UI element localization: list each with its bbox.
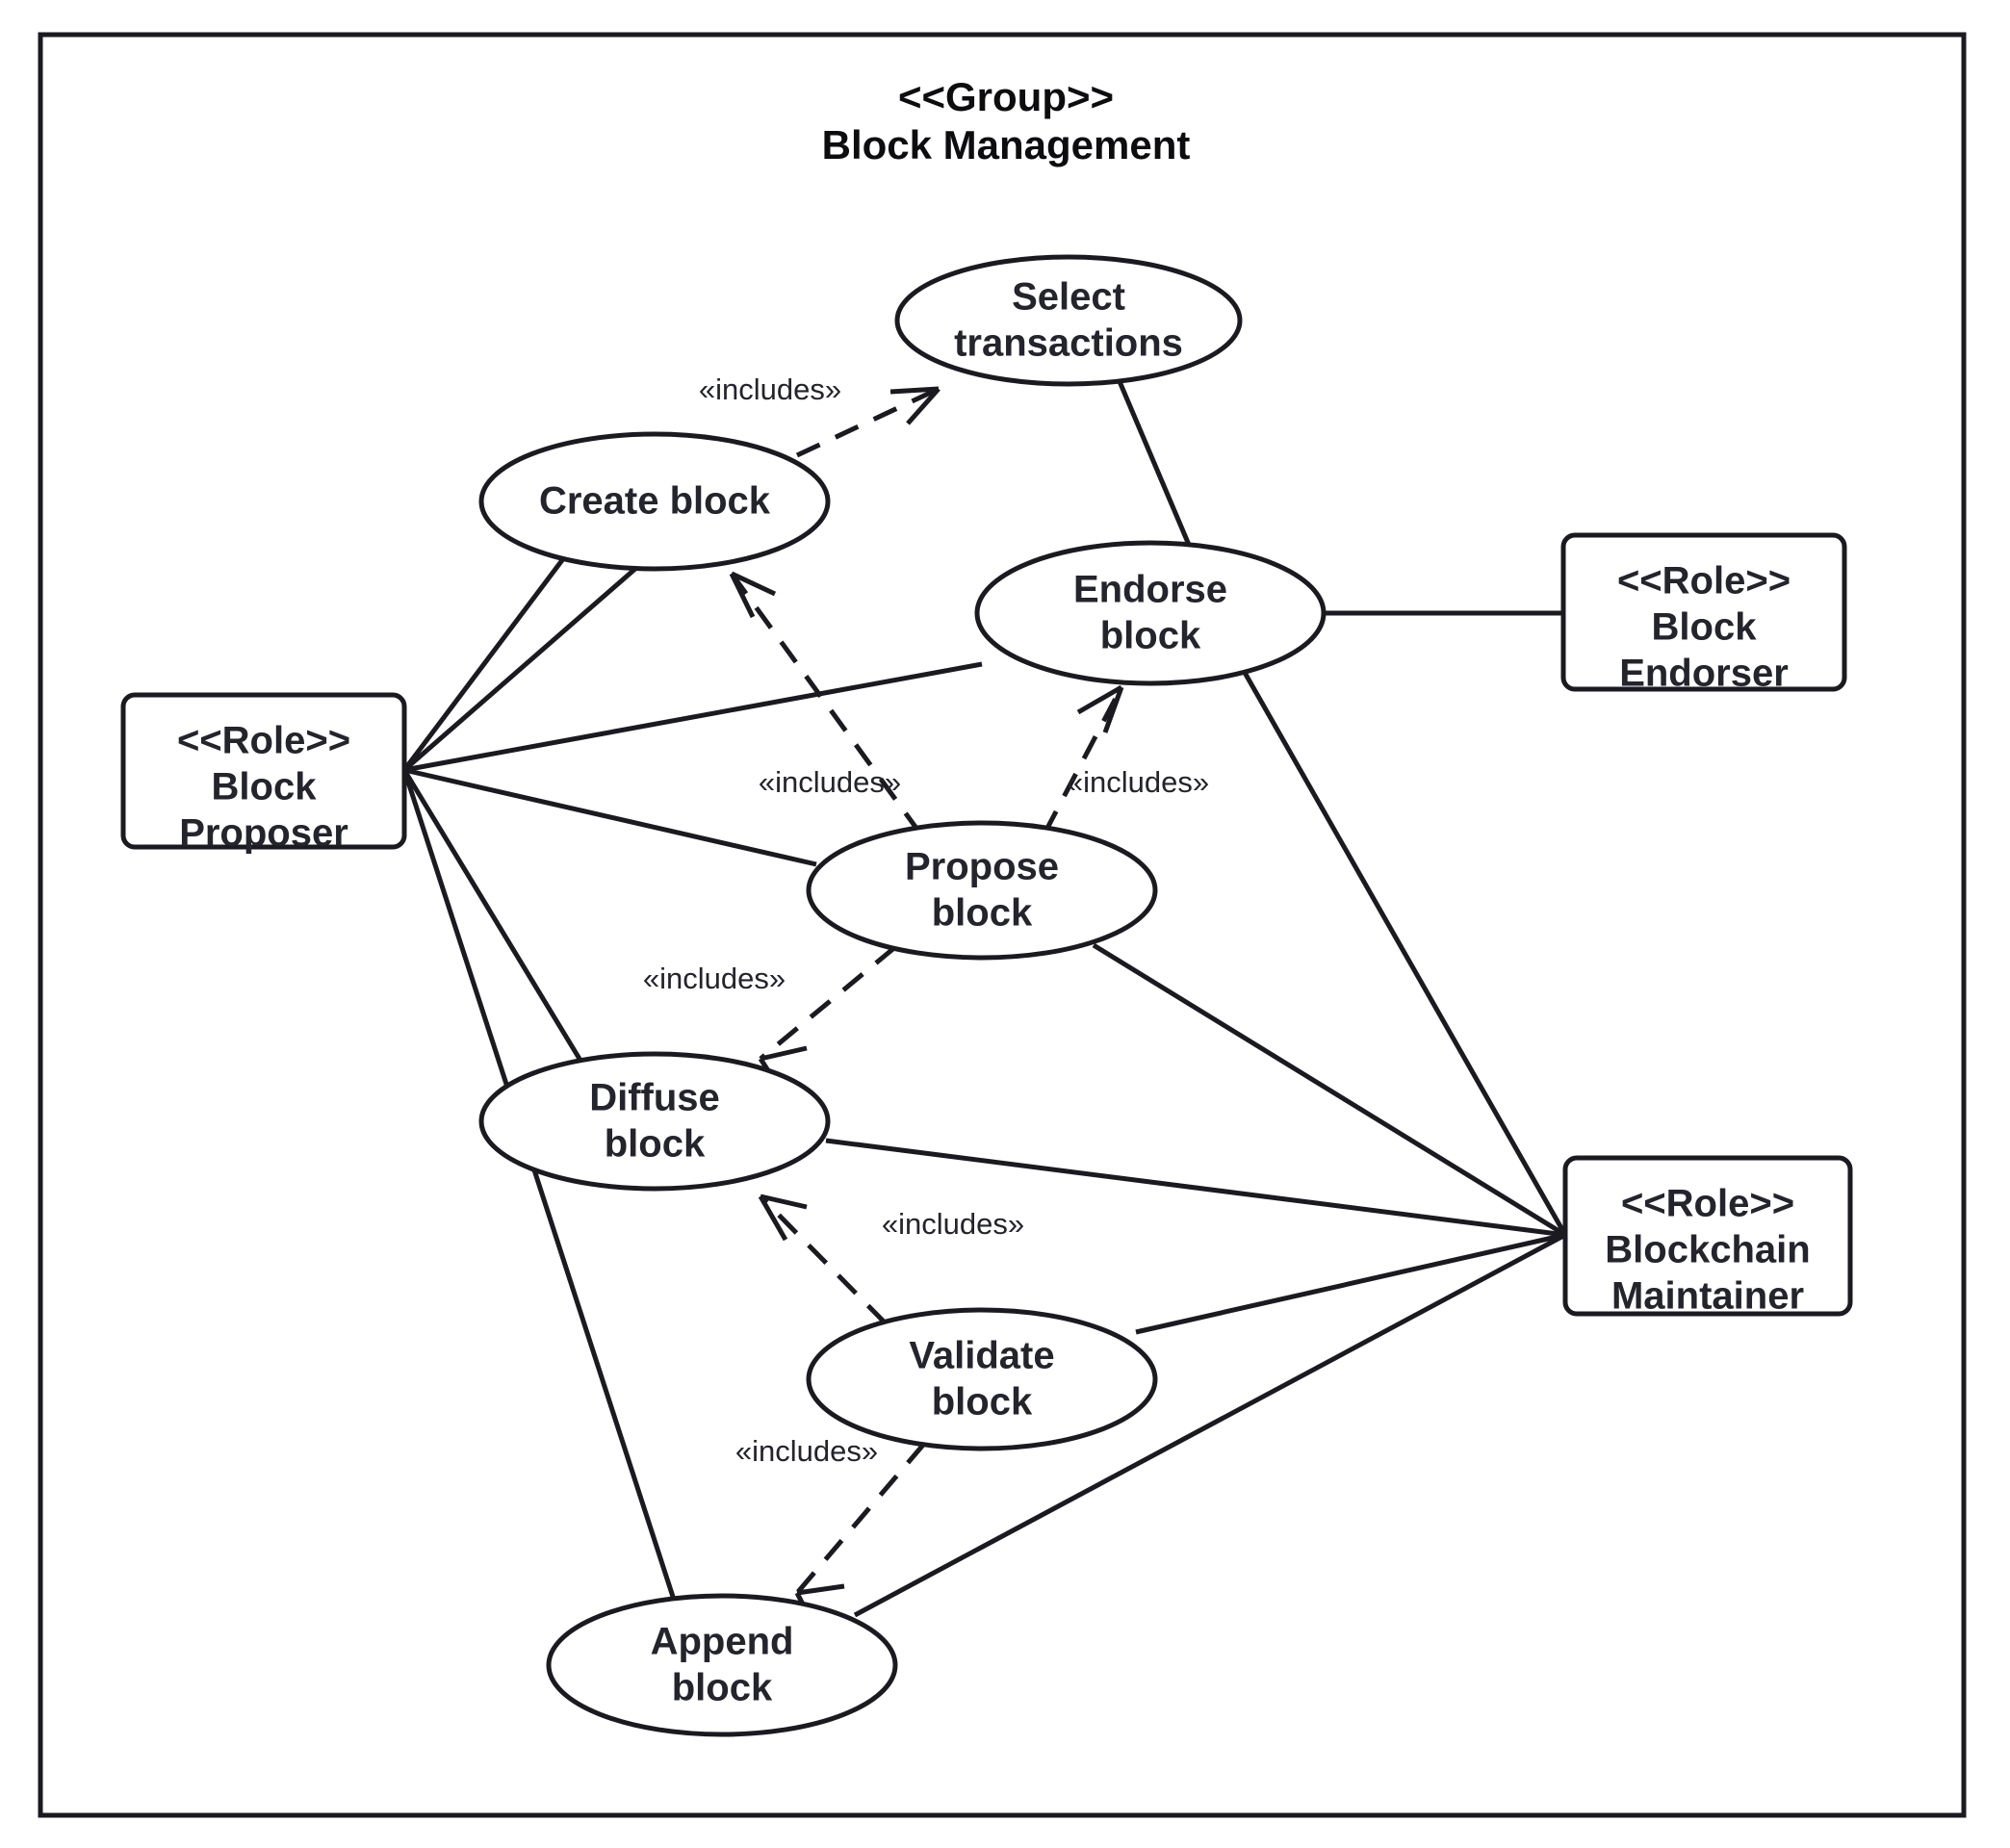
include-validate-to-diffuse xyxy=(758,1194,888,1325)
assoc-maintainer-append-block xyxy=(853,1232,1567,1618)
assoc-proposer-endorse-block xyxy=(403,661,983,773)
use-case-label-line2: block xyxy=(932,1381,1033,1424)
use-case-label-line1: Endorse xyxy=(1073,569,1227,611)
include-propose-to-create xyxy=(729,571,923,835)
group-name: Block Management xyxy=(822,122,1191,167)
use-case-create-block[interactable]: Create block xyxy=(478,431,831,572)
use-case-label-line1: Create block xyxy=(539,480,771,523)
role-name-line1: Block xyxy=(212,766,318,808)
assoc-proposer-propose-block xyxy=(403,767,817,867)
assoc-maintainer-endorse-block xyxy=(1237,662,1568,1237)
include-label-create-select: «includes» xyxy=(699,372,841,406)
assoc-maintainer-validate-block xyxy=(1135,1232,1566,1335)
group-title: <<Group>> Block Management xyxy=(822,74,1191,167)
assoc-proposer-select-transactions xyxy=(402,533,676,772)
use-case-label-line1: Propose xyxy=(905,846,1059,888)
assoc-select-endorse xyxy=(1116,378,1192,546)
role-name-line1: Blockchain xyxy=(1605,1229,1810,1271)
use-case-append-block[interactable]: Append block xyxy=(546,1593,898,1737)
role-stereotype: <<Role>> xyxy=(1617,560,1791,603)
role-name-line2: Proposer xyxy=(179,812,348,855)
use-case-label-line2: transactions xyxy=(954,322,1183,365)
use-case-diffuse-block[interactable]: Diffuse block xyxy=(478,1051,831,1192)
use-case-label-line2: block xyxy=(672,1667,773,1709)
assoc-maintainer-propose-block xyxy=(1092,942,1567,1238)
role-name-line1: Block xyxy=(1652,606,1758,649)
use-case-label-line1: Validate xyxy=(909,1335,1054,1377)
group-frame xyxy=(38,32,1967,1818)
use-case-validate-block[interactable]: Validate block xyxy=(806,1307,1158,1451)
use-case-label-line1: Diffuse xyxy=(589,1077,720,1119)
include-stereotype-labels: «includes» «includes» «includes» «includ… xyxy=(643,372,1209,1468)
use-case-propose-block[interactable]: Propose block xyxy=(806,820,1158,961)
role-name-line2: Endorser xyxy=(1619,653,1789,695)
assoc-proposer-diffuse-block xyxy=(401,768,588,1070)
assoc-proposer-create-block xyxy=(402,551,570,772)
use-case-label-line2: block xyxy=(1100,615,1201,657)
use-case-label-line2: block xyxy=(605,1123,706,1166)
role-name-line2: Maintainer xyxy=(1611,1275,1804,1318)
include-label-propose-create: «includes» xyxy=(759,765,901,799)
use-case-select-transactions[interactable]: Select transactions xyxy=(894,254,1243,387)
include-create-to-select xyxy=(795,386,941,458)
role-stereotype: <<Role>> xyxy=(1621,1183,1794,1225)
use-case-label-line1: Select xyxy=(1012,276,1125,319)
association-lines xyxy=(401,378,1568,1618)
include-propose-to-endorse xyxy=(1042,684,1124,835)
include-label-propose-endorse: «includes» xyxy=(1067,765,1209,799)
use-case-label-line1: Append xyxy=(651,1621,794,1663)
include-label-validate-diffuse: «includes» xyxy=(882,1207,1024,1241)
use-case-label-line2: block xyxy=(932,892,1033,935)
role-block-proposer[interactable]: <<Role>> Block Proposer xyxy=(120,692,407,855)
include-label-propose-diffuse: «includes» xyxy=(643,962,786,995)
role-blockchain-maintainer[interactable]: <<Role>> Blockchain Maintainer xyxy=(1562,1155,1853,1318)
use-case-endorse-block[interactable]: Endorse block xyxy=(974,540,1327,686)
assoc-proposer-append-block xyxy=(401,769,677,1601)
include-label-validate-append: «includes» xyxy=(735,1434,878,1468)
role-stereotype: <<Role>> xyxy=(177,720,350,762)
assoc-maintainer-diffuse-block xyxy=(825,1138,1566,1238)
group-stereotype: <<Group>> xyxy=(898,74,1114,119)
role-block-endorser[interactable]: <<Role>> Block Endorser xyxy=(1560,532,1847,695)
